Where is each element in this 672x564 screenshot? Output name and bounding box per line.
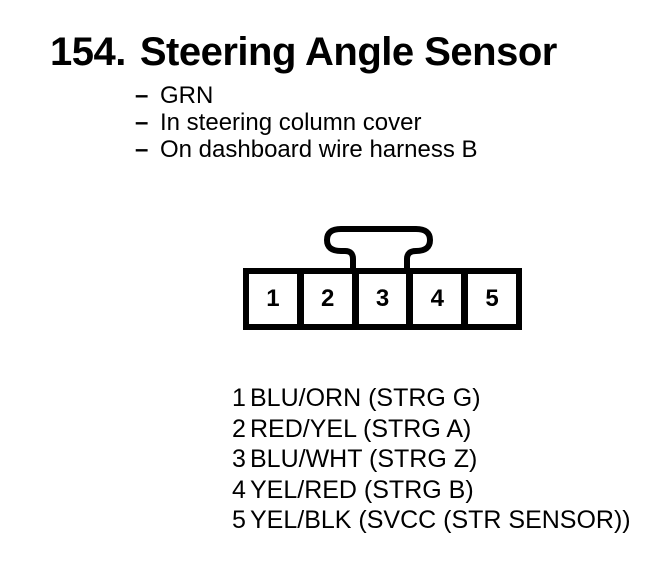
item-number: 154. [50,30,126,74]
wire-description: YEL/RED (STRG B) [250,475,474,504]
wire-description: BLU/WHT (STRG Z) [250,445,478,473]
pinout-row: 1 BLU/ORN (STRG G) [232,383,631,414]
title-text: Steering Angle Sensor [139,30,558,74]
connector-latch-icon [324,226,433,276]
cavity-divider [296,274,304,324]
pin-cavity-4: 4 [413,274,462,324]
pin-number: 2 [232,414,246,443]
cavity-divider [351,274,359,324]
page-title: 154. Steering Angle Sensor [50,30,557,75]
pinout-list: 1 BLU/ORN (STRG G) 2 RED/YEL (STRG A) 3 … [232,383,631,536]
wire-description: BLU/ORN (STRG G) [250,384,481,412]
note-text: In steering column cover [160,109,422,136]
pinout-row: 2 RED/YEL (STRG A) [232,414,631,445]
pinout-row: 5 YEL/BLK (SVCC (STR SENSOR)) [232,505,631,536]
pinout-row: 3 BLU/WHT (STRG Z) [232,444,631,475]
pin-cavity-2: 2 [303,274,352,324]
pin-number: 4 [232,475,246,504]
pin-number: 5 [232,506,246,534]
pin-number: 1 [232,384,246,412]
note-line: – On dashboard wire harness B [135,136,478,163]
note-text: GRN [160,82,214,109]
note-line: – GRN [135,82,478,109]
pinout-row: 4 YEL/RED (STRG B) [232,475,631,506]
notes-list: – GRN – In steering column cover – On da… [135,82,478,163]
note-line: – In steering column cover [135,109,478,136]
pin-number: 3 [232,445,246,473]
note-text: On dashboard wire harness B [160,136,478,163]
connector-diagram: 1 2 3 4 5 [243,268,522,330]
dash-bullet-icon: – [135,82,149,109]
cavity-divider [461,274,469,324]
dash-bullet-icon: – [135,109,149,136]
cavity-divider [406,274,414,324]
pin-cavity-1: 1 [249,274,297,324]
pin-cavity-5: 5 [468,274,516,324]
pin-cavity-3: 3 [358,274,407,324]
dash-bullet-icon: – [135,136,149,163]
wire-description: RED/YEL (STRG A) [250,414,472,443]
wire-description: YEL/BLK (SVCC (STR SENSOR)) [250,506,631,534]
